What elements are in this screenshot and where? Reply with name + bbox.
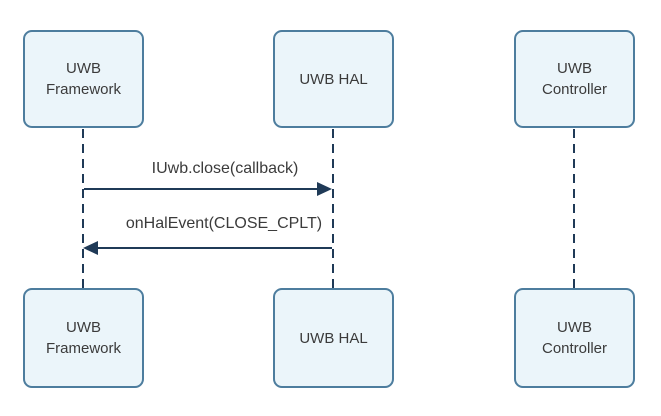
lifeline-uwb-framework	[82, 129, 84, 289]
actor-box-uwb-hal-top: UWB HAL	[273, 30, 394, 128]
message-line-iuwb-close	[84, 188, 320, 190]
lifeline-uwb-hal	[332, 129, 334, 289]
actor-box-uwb-hal-bottom: UWB HAL	[273, 288, 394, 388]
actor-label-uwb-controller: UWB Controller	[542, 58, 607, 100]
actor-label-line: UWB	[65, 319, 101, 336]
actor-label-line: UWB	[557, 60, 592, 77]
message-label-iuwb-close: IUwb.close(callback)	[151, 160, 299, 177]
arrowhead-left-icon	[83, 241, 98, 255]
actor-label-line: UWB	[557, 319, 592, 336]
actor-label-line: Controller	[541, 340, 608, 357]
actor-label-uwb-controller: UWB Controller	[542, 317, 607, 359]
lifeline-uwb-controller	[573, 129, 575, 289]
message-label-onhalevent: onHalEvent(CLOSE_CPLT)	[125, 215, 323, 232]
actor-label-line: Controller	[541, 81, 608, 98]
actor-label-uwb-hal: UWB HAL	[299, 69, 367, 90]
actor-box-uwb-framework-bottom: UWB Framework	[23, 288, 144, 388]
actor-box-uwb-framework-top: UWB Framework	[23, 30, 144, 128]
actor-label-line: UWB HAL	[299, 70, 368, 88]
actor-label-uwb-framework: UWB Framework	[46, 317, 121, 359]
actor-label-uwb-framework: UWB Framework	[46, 58, 121, 100]
message-line-onhalevent	[97, 247, 332, 249]
actor-label-line: Framework	[45, 81, 121, 98]
actor-label-line: Framework	[45, 340, 121, 357]
actor-box-uwb-controller-bottom: UWB Controller	[514, 288, 635, 388]
actor-box-uwb-controller-top: UWB Controller	[514, 30, 635, 128]
arrowhead-right-icon	[317, 182, 332, 196]
actor-label-uwb-hal: UWB HAL	[299, 328, 367, 349]
actor-label-line: UWB	[65, 60, 101, 77]
actor-label-line: UWB HAL	[299, 329, 368, 347]
